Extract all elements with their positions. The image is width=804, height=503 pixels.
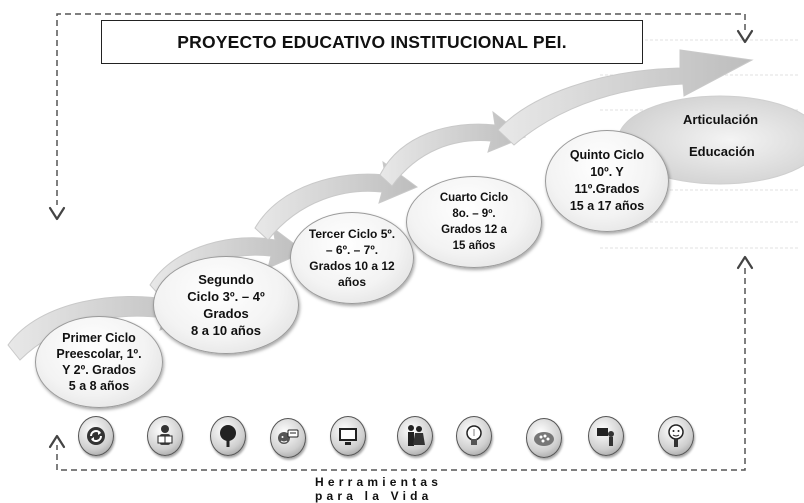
stage-primer-ciclo: Primer Ciclo Preescolar, 1º. Y 2º. Grado…: [35, 316, 163, 408]
light-bulb-icon: [456, 416, 492, 456]
computer-monitor-icon: [330, 416, 366, 456]
footer-para-la-vida: para la Vida: [315, 489, 433, 503]
speaking-person-icon: [270, 418, 306, 458]
thinking-person-icon: [658, 416, 694, 456]
stage-segundo-ciclo: Segundo Ciclo 3º. – 4º Grados 8 a 10 año…: [153, 256, 299, 354]
recycle-icon: [78, 416, 114, 456]
family-icon: [397, 416, 433, 456]
stage-tercer-ciclo: Tercer Ciclo 5º. – 6º. – 7º. Grados 10 a…: [290, 212, 414, 304]
stage-cuarto-ciclo: Cuarto Ciclo 8o. – 9º. Grados 12 a 15 añ…: [406, 176, 542, 268]
articulacion-label: Articulación: [683, 112, 759, 127]
page-title: PROYECTO EDUCATIVO INSTITUCIONAL PEI.: [101, 20, 643, 64]
turtle-icon: [526, 418, 562, 458]
stage-text: Cuarto Ciclo 8o. – 9º. Grados 12 a 15 añ…: [439, 192, 509, 252]
tree-icon: [210, 416, 246, 456]
stage-quinto-ciclo: Quinto Ciclo 10º. Y 11º.Grados 15 a 17 a…: [545, 130, 669, 232]
stage-text: Primer Ciclo Preescolar, 1º. Y 2º. Grado…: [56, 331, 142, 393]
stage-text: Segundo Ciclo 3º. – 4º Grados 8 a 10 año…: [187, 272, 265, 338]
educacion-label: Educación: [689, 144, 755, 159]
dashed-arrowheads: [48, 29, 754, 449]
footer-herramientas: Herramientas: [315, 475, 443, 489]
teacher-board-icon: [588, 416, 624, 456]
stage-text: Quinto Ciclo 10º. Y 11º.Grados 15 a 17 a…: [569, 148, 645, 213]
reading-person-icon: [147, 416, 183, 456]
stage-text: Tercer Ciclo 5º. – 6º. – 7º. Grados 10 a…: [308, 227, 396, 289]
dashed-frame: [56, 13, 746, 471]
